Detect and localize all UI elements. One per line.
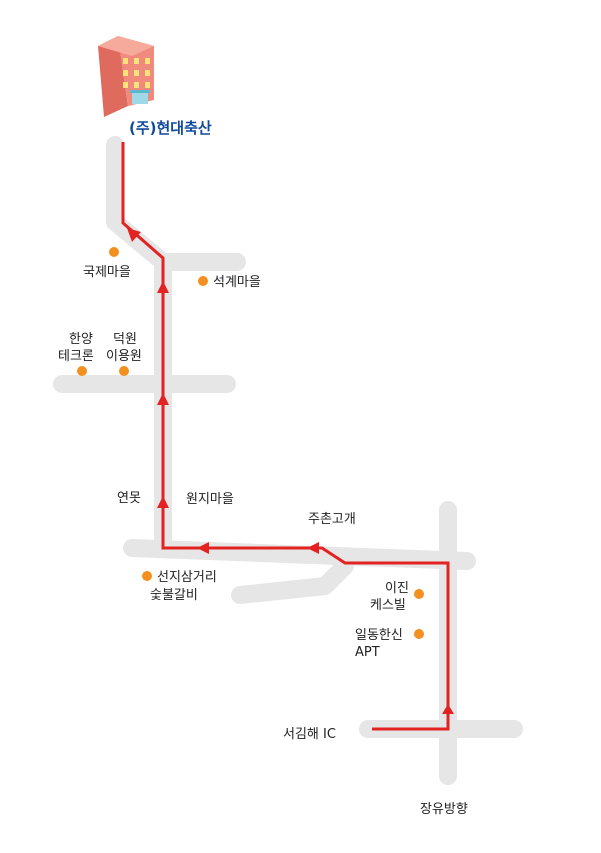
label-ildong-line1: 일동한신 bbox=[355, 628, 403, 643]
destination-label: (주)현대축산 bbox=[129, 119, 212, 137]
arrow-left-icon bbox=[197, 542, 209, 554]
landmark-dot-icon bbox=[109, 247, 119, 257]
label-ijin-line2: 케스빌 bbox=[370, 598, 406, 613]
label-juchon-pass: 주촌고개 bbox=[308, 512, 356, 527]
road-seonji-horizontal bbox=[123, 539, 476, 570]
label-wonji-village: 원지마을 bbox=[186, 492, 234, 507]
label-seogimhae-ic: 서김해 IC bbox=[283, 727, 336, 742]
label-ildong-line2: APT bbox=[355, 645, 380, 660]
label-seokgye-village: 석계마을 bbox=[213, 275, 261, 290]
arrow-up-icon bbox=[442, 704, 454, 714]
landmark-dot-icon bbox=[198, 276, 208, 286]
landmark-dot-icon bbox=[119, 366, 129, 376]
landmark-dot-icon bbox=[77, 366, 87, 376]
landmark-dot-icon bbox=[414, 629, 424, 639]
arrow-left-icon bbox=[307, 542, 319, 554]
label-gukje-village: 국제마을 bbox=[83, 265, 131, 280]
building-icon bbox=[98, 36, 154, 117]
label-deokwon-line2: 이용원 bbox=[106, 349, 142, 364]
arrow-up-icon bbox=[157, 281, 169, 293]
landmark-dots bbox=[77, 247, 424, 639]
arrow-up-icon bbox=[157, 496, 169, 508]
label-seonji-line1: 선지삼거리 bbox=[157, 570, 217, 585]
road-north-branch bbox=[106, 136, 172, 271]
route-direction-arrows bbox=[127, 228, 454, 714]
label-seonji-line2: 숯불갈비 bbox=[150, 588, 198, 603]
label-deokwon-line1: 덕원 bbox=[113, 332, 137, 347]
landmark-dot-icon bbox=[414, 589, 424, 599]
label-hanyang-line1: 한양 bbox=[69, 332, 93, 347]
road-seonji-branch bbox=[231, 557, 354, 604]
road-network bbox=[53, 136, 523, 785]
arrow-up-icon bbox=[157, 393, 169, 405]
label-hanyang-line2: 테크론 bbox=[58, 349, 94, 364]
arrow-up-left-icon bbox=[127, 228, 141, 242]
landmark-dot-icon bbox=[142, 571, 152, 581]
label-pond: 연못 bbox=[117, 491, 141, 506]
label-ijin-line1: 이진 bbox=[385, 581, 409, 596]
label-jangyu-direction: 장유방향 bbox=[420, 802, 468, 817]
